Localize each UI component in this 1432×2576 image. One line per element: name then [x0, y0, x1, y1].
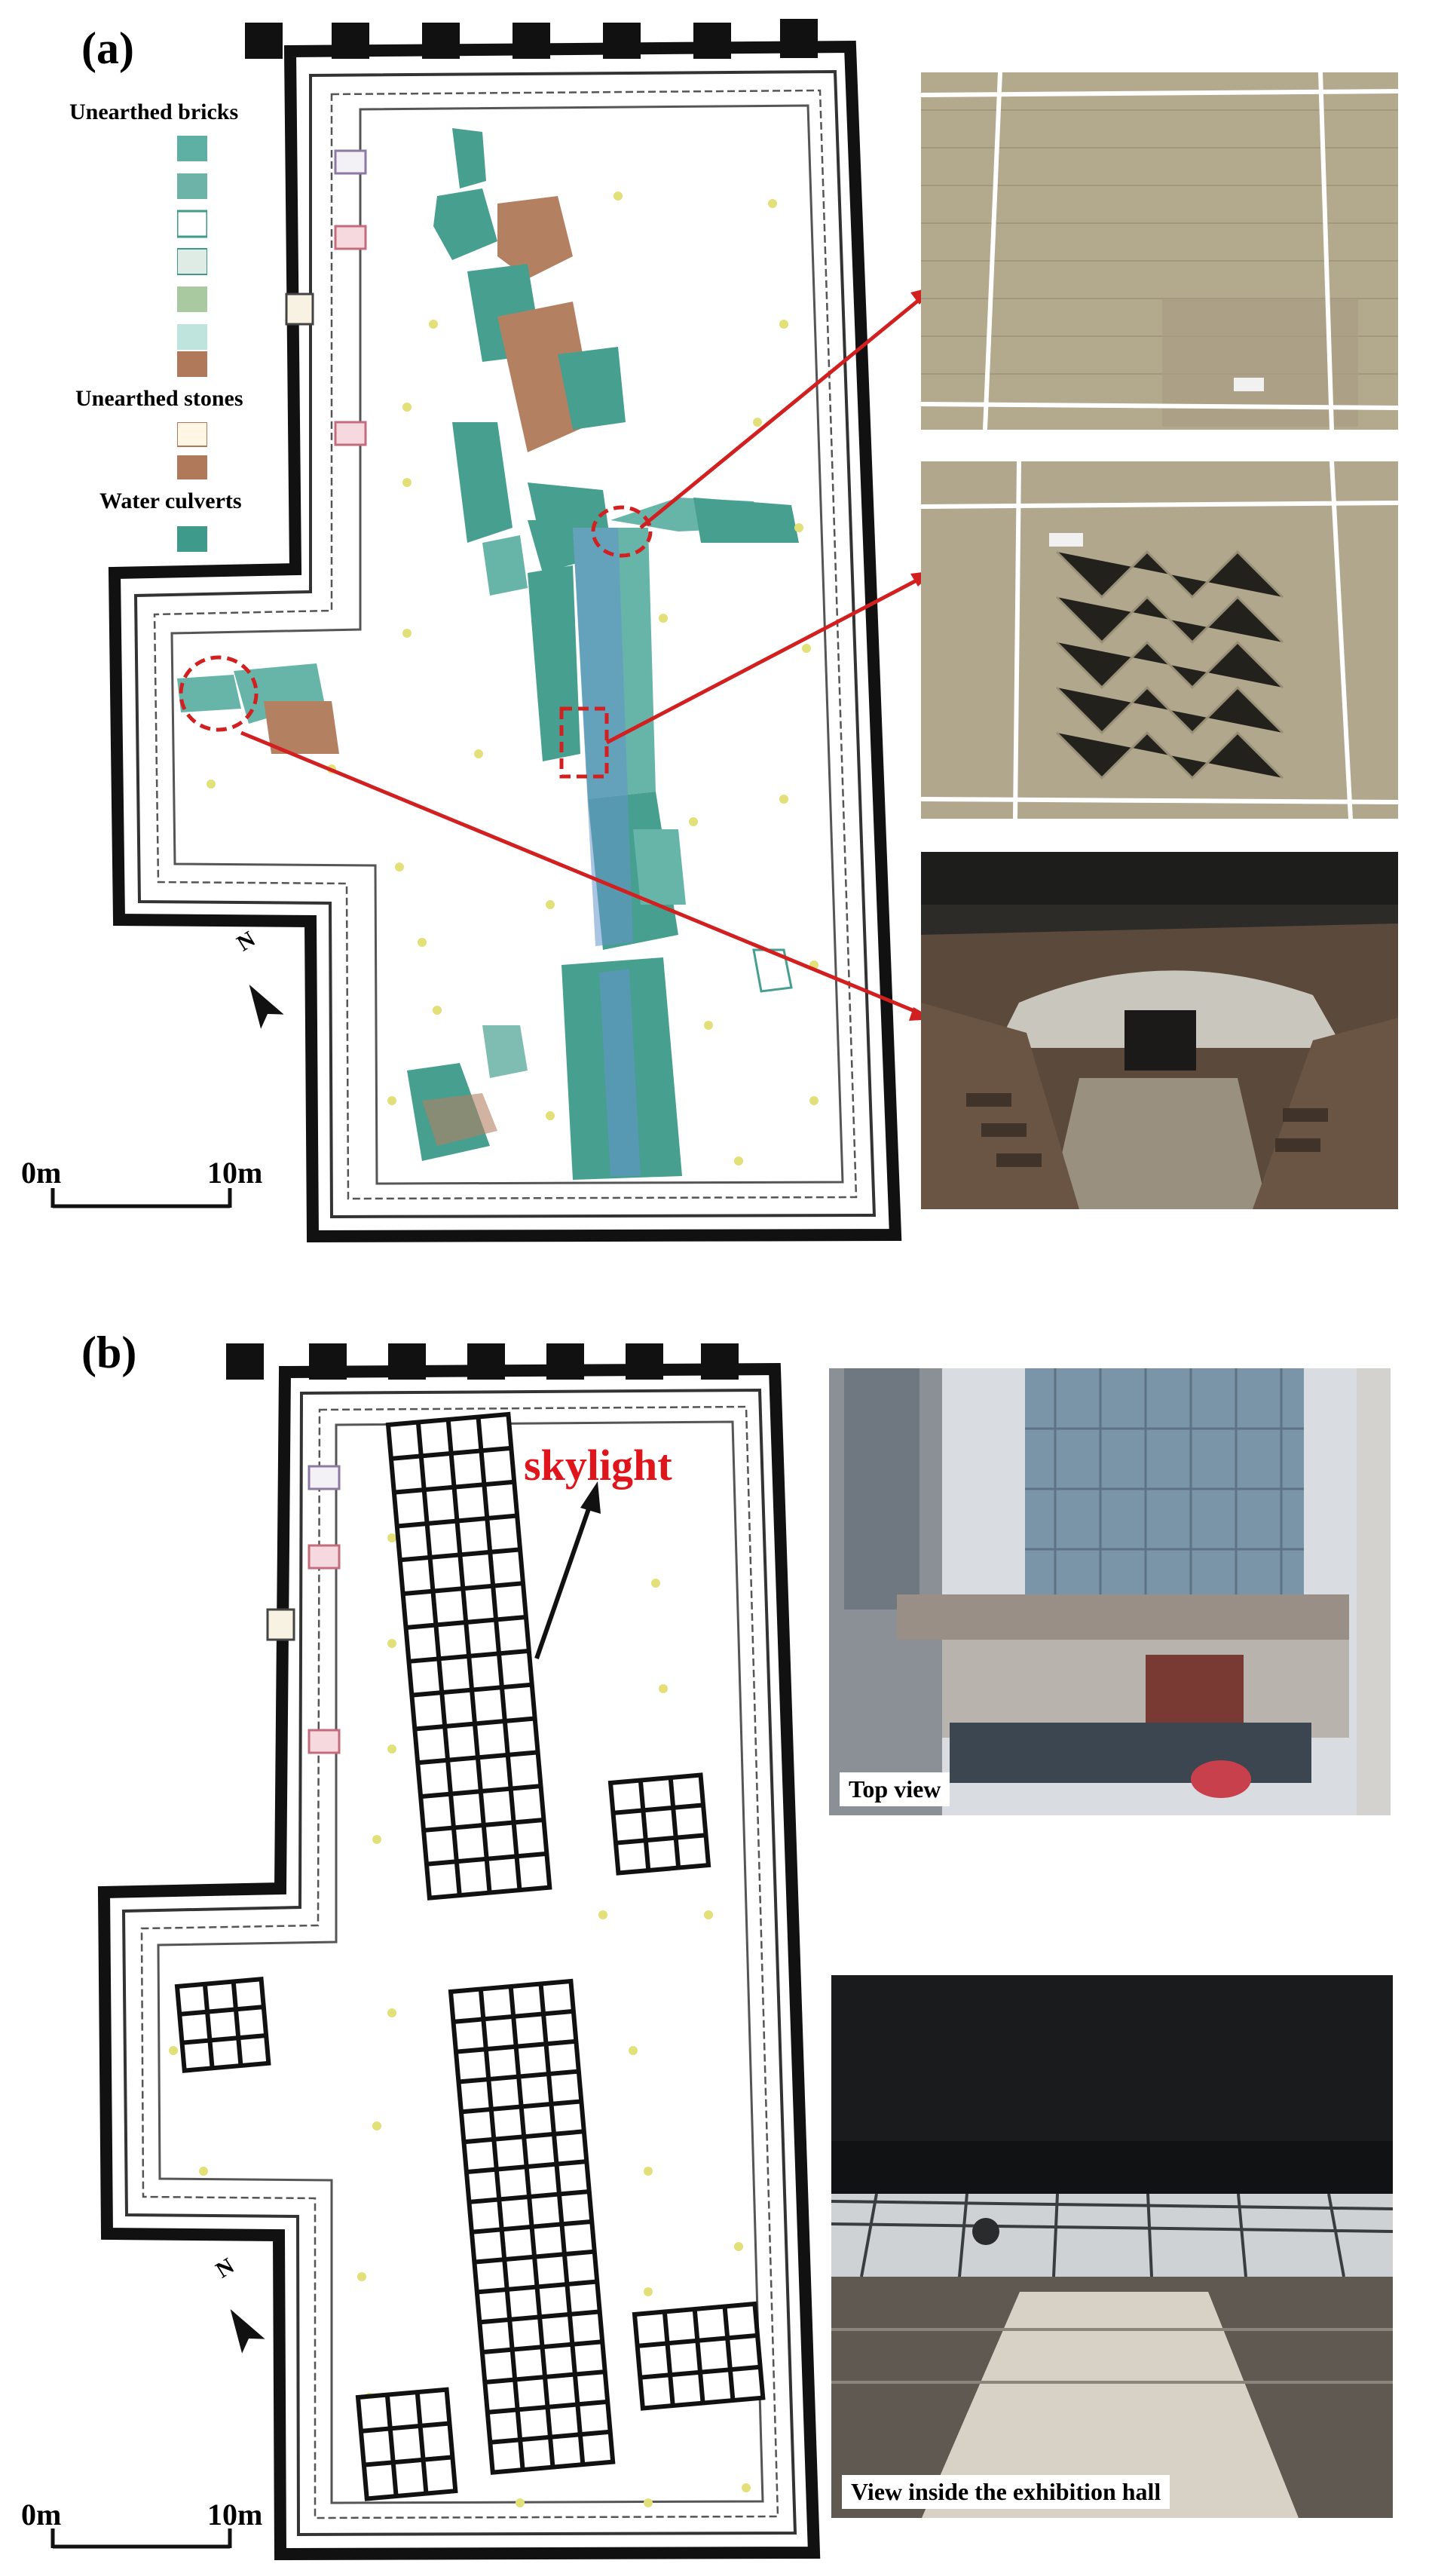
- survey-markers-b: [169, 1533, 751, 2507]
- legend-culverts-title: Water culverts: [99, 489, 242, 513]
- legend-stones-title: Unearthed stones: [75, 386, 243, 411]
- panel-b: (b): [0, 1297, 1432, 2576]
- photo-top-view-caption: Top view: [840, 1772, 950, 1806]
- skylight-main-south: [448, 1978, 616, 2475]
- skylight-main-north: [385, 1411, 552, 1901]
- panel-b-label: (b): [81, 1328, 137, 1377]
- scale-bar-a: [50, 1188, 232, 1208]
- photo-exhibition-hall: View inside the exhibition hall: [831, 1975, 1393, 2518]
- north-arrow-a-icon: [249, 984, 284, 1029]
- skylight-pointer-arrow: [534, 1481, 601, 1659]
- legend-culvert-swatch: [177, 526, 207, 552]
- photo-herringbone-paving: [921, 461, 1398, 819]
- skylight-small-southwest: [355, 2387, 458, 2501]
- panel-a: (a): [0, 0, 1432, 1267]
- photo-hall-caption: View inside the exhibition hall: [842, 2475, 1170, 2509]
- skylight-small-east: [607, 1772, 711, 1876]
- site-plan-b: [50, 1343, 821, 2561]
- scale-end-b: 10m: [207, 2498, 263, 2532]
- scale-end-a: 10m: [207, 1156, 263, 1190]
- scale-start-a: 0m: [21, 1156, 62, 1190]
- site-plan-a: [50, 19, 935, 1243]
- panel-a-label: (a): [81, 23, 134, 73]
- scale-start-b: 0m: [21, 2498, 62, 2532]
- skylight-small-west: [174, 1976, 271, 2073]
- photo-brick-paving: [921, 72, 1398, 430]
- photo-top-view: Top view: [829, 1368, 1391, 1815]
- highlight-callouts: [179, 289, 932, 1020]
- photo-water-culvert: [921, 852, 1398, 1209]
- skylight-label: skylight: [524, 1441, 672, 1490]
- legend-brick-swatches: [177, 136, 207, 377]
- site-outline-a: [108, 40, 902, 1243]
- legend-bricks-title: Unearthed bricks: [69, 100, 239, 124]
- scale-bar-b: [50, 2529, 232, 2549]
- site-outline-b: [97, 1362, 821, 2561]
- legend-stone-swatches: [177, 422, 207, 479]
- north-arrow-b-icon: [230, 2308, 265, 2354]
- excavation-features: [177, 128, 799, 1180]
- skylight-small-southeast: [632, 2301, 766, 2411]
